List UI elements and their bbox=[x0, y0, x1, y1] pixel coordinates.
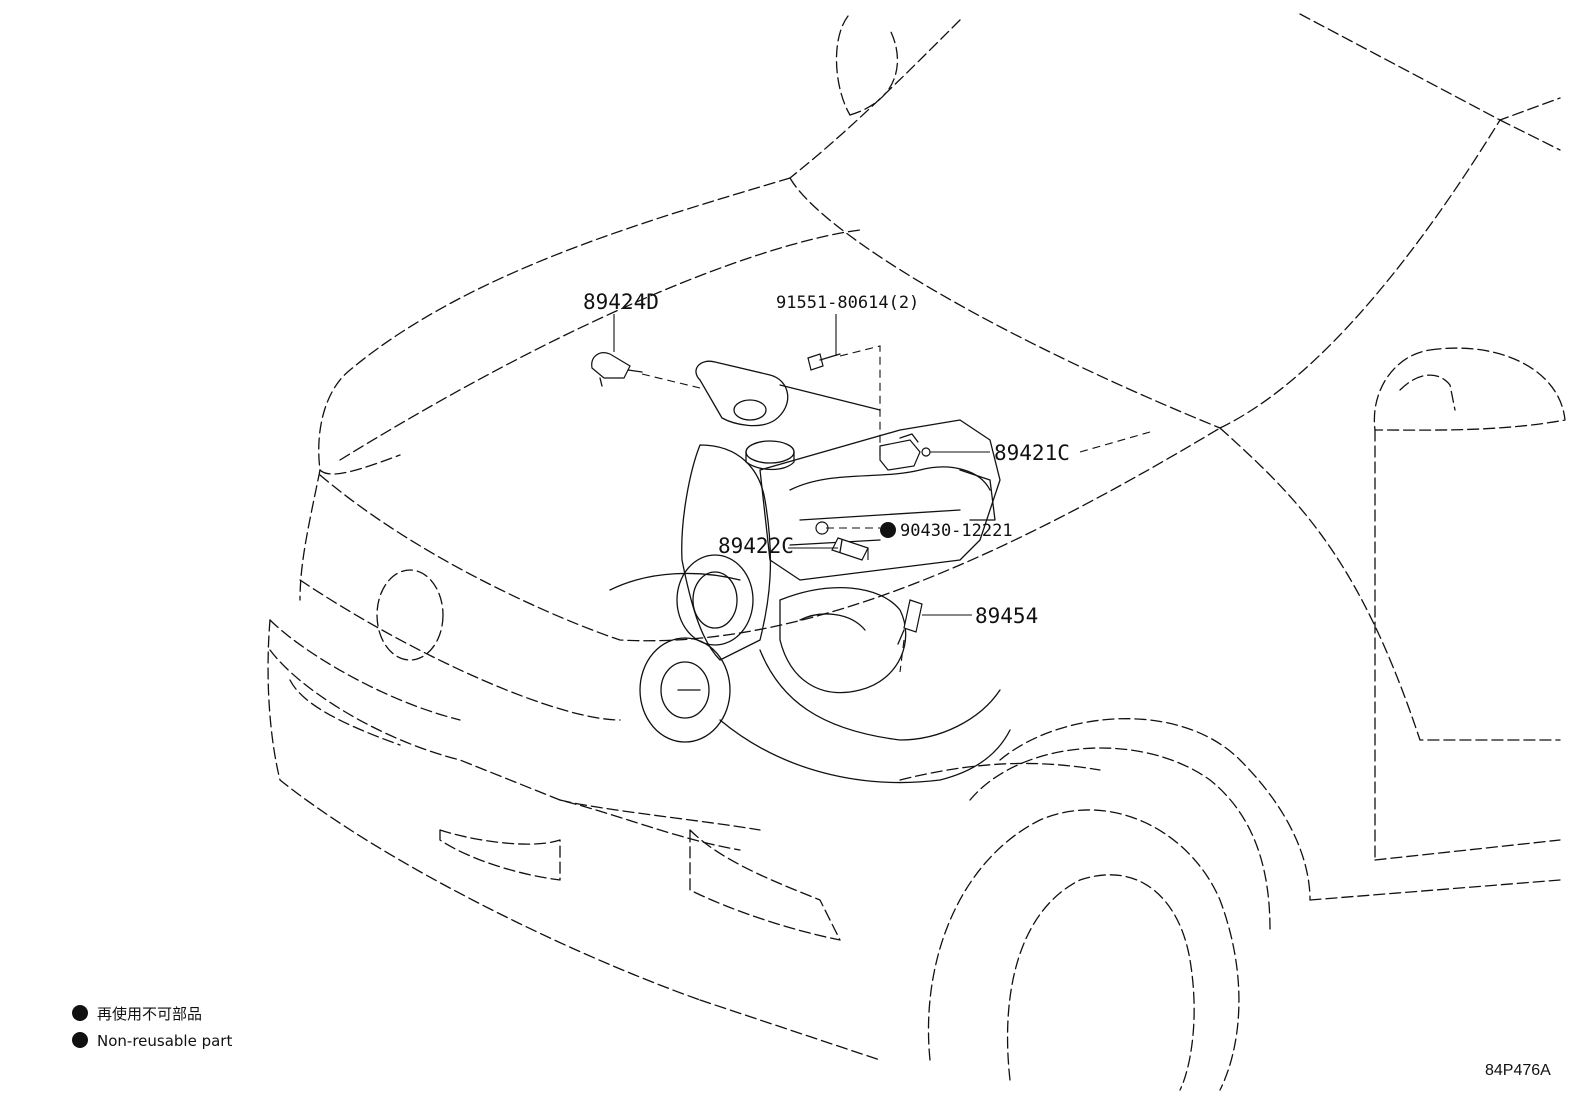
non-reusable-marker bbox=[880, 522, 896, 538]
label-89454: 89454 bbox=[975, 604, 1038, 628]
vehicle-outline bbox=[267, 13, 1566, 1091]
part-89422C-sensor bbox=[831, 537, 869, 561]
part-89454-sensor bbox=[897, 599, 923, 645]
part-89421C-sensor bbox=[879, 433, 931, 471]
legend-bullet-en bbox=[72, 1032, 88, 1048]
legend-bullet-jp bbox=[72, 1005, 88, 1021]
legend-text-en: Non-reusable part bbox=[97, 1032, 232, 1050]
leader-lines bbox=[613, 314, 1151, 673]
engine-assembly bbox=[609, 360, 1011, 784]
part-89424D-sensor bbox=[591, 352, 643, 387]
label-91551-80614: 91551-80614(2) bbox=[776, 293, 919, 313]
callout-labels: 89424D 91551-80614(2) 89421C 90430-12221… bbox=[583, 290, 1070, 628]
label-89422C: 89422C bbox=[718, 534, 794, 558]
diagram-code: 84P476A bbox=[1485, 1062, 1551, 1079]
label-90430-12221: 90430-12221 bbox=[900, 521, 1013, 541]
label-89421C: 89421C bbox=[994, 441, 1070, 465]
part-91551-bolt bbox=[807, 353, 841, 371]
legend: 再使用不可部品 Non-reusable part bbox=[72, 1005, 232, 1050]
label-89424D: 89424D bbox=[583, 290, 659, 314]
legend-text-jp: 再使用不可部品 bbox=[97, 1005, 202, 1023]
